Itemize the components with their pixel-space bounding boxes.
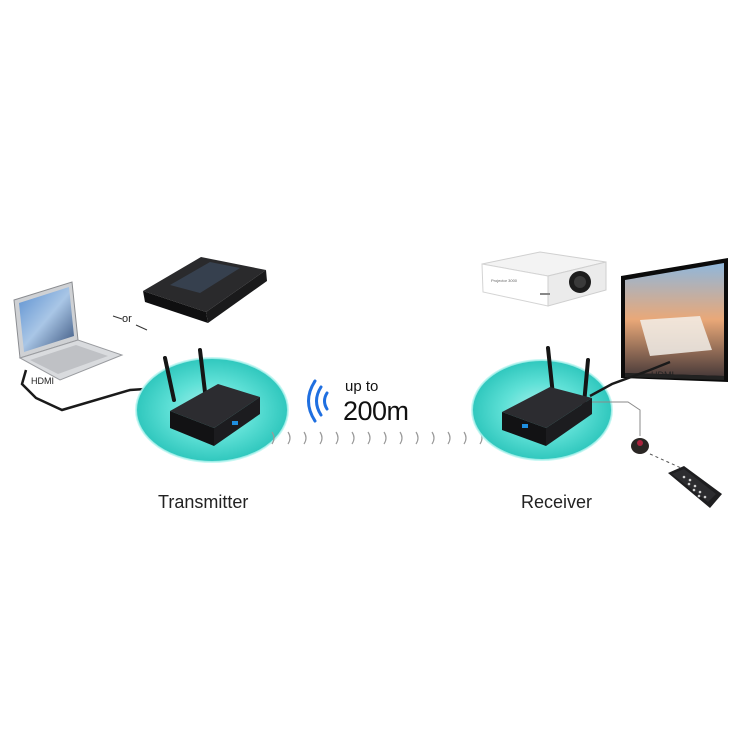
laptop-screen xyxy=(19,287,74,352)
or-dash-right xyxy=(135,324,148,331)
or-dash-left xyxy=(112,315,123,320)
transmitter-antenna-right xyxy=(198,348,207,394)
transmitter-device xyxy=(163,348,260,446)
hdmi-cable-right xyxy=(589,360,671,398)
media-player xyxy=(143,257,267,323)
transmitter-label: Transmitter xyxy=(158,492,249,512)
tv xyxy=(621,258,728,382)
transmitter-antenna-left xyxy=(163,356,176,402)
wireless-signal-icon xyxy=(307,379,329,423)
hdmi-label-left: HDMI xyxy=(31,376,54,386)
laptop xyxy=(13,281,124,381)
receiver-device xyxy=(502,346,592,446)
projector xyxy=(481,251,607,307)
signal-waves xyxy=(271,431,483,445)
or-label: or xyxy=(122,313,132,325)
receiver-antenna-left xyxy=(546,346,555,397)
ir-extender-cable xyxy=(592,401,641,436)
range-label: 200m xyxy=(343,396,409,426)
receiver-label: Receiver xyxy=(521,492,593,512)
remote-control xyxy=(668,466,722,508)
range-prefix-label: up to xyxy=(345,378,379,395)
transmitter-led xyxy=(232,421,238,425)
ir-sensor xyxy=(631,438,649,454)
projector-brand-label: Projector 3000 xyxy=(491,278,518,283)
hdmi-label-right: HDMI xyxy=(651,370,674,380)
hdmi-cable-left xyxy=(20,369,161,412)
receiver-led xyxy=(522,424,528,428)
